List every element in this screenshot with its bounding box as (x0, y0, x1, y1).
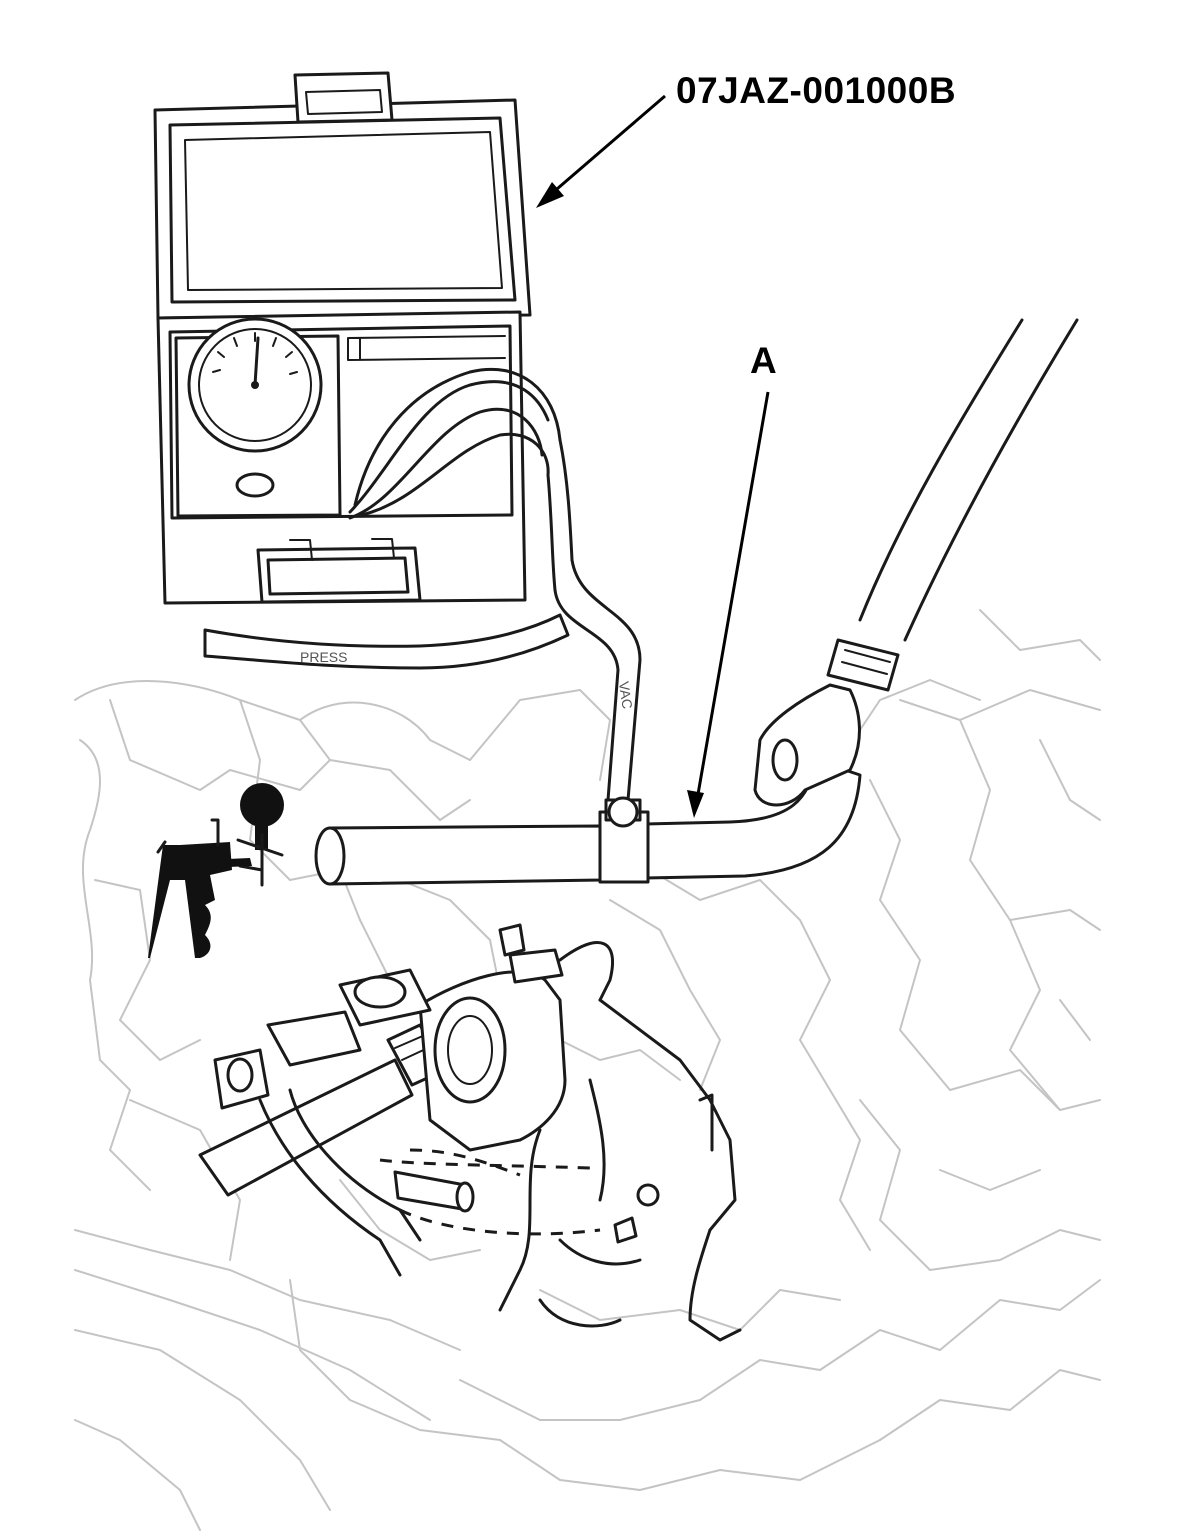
pressure-gauge (187, 317, 323, 453)
part-number-arrowhead (536, 182, 564, 208)
part-number-callout: 07JAZ-001000B (676, 70, 957, 111)
item-a-leader (695, 391, 770, 801)
item-a-arrowhead (687, 790, 704, 818)
tube-a (314, 758, 862, 886)
hose-clamp (826, 638, 900, 692)
leader-arrows (536, 94, 770, 818)
upper-hose (753, 318, 1079, 807)
part-number-leader (549, 94, 666, 197)
hand-vacuum-pump-icon (148, 783, 284, 958)
press-hose-label: PRESS (300, 649, 347, 665)
item-a-callout: A (750, 340, 777, 381)
tester-case (153, 71, 532, 605)
vac-hose-label: VAC (616, 680, 636, 710)
purge-valve-assembly (198, 923, 742, 1342)
tester-hoses: PRESS VAC (203, 367, 642, 802)
release-button (235, 472, 275, 498)
engine-background (74, 609, 1101, 1531)
